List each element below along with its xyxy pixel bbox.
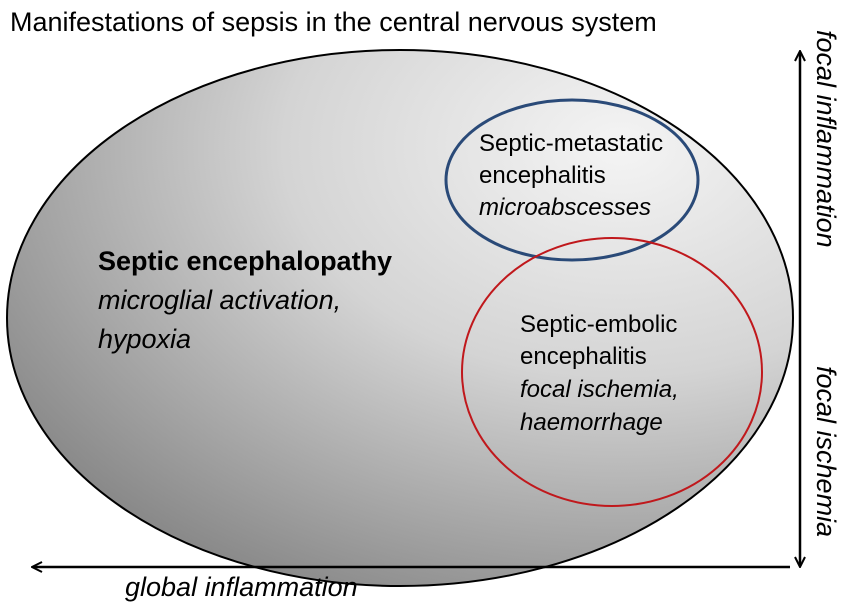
septic-metastatic-circle (444, 98, 700, 262)
septic-encephalopathy-detail-2: hypoxia (98, 324, 191, 354)
septic-embolic-label-2: encephalitis (520, 343, 647, 370)
septic-encephalopathy-label: Septic encephalopathy (98, 246, 392, 276)
septic-metastatic-detail: microabscesses (479, 194, 651, 221)
vertical-axis-label-top: focal inflammation (811, 30, 841, 248)
septic-embolic-detail-2: haemorrhage (520, 409, 663, 436)
septic-metastatic-label-2: encephalitis (479, 162, 606, 189)
septic-embolic-circle (461, 237, 763, 507)
septic-metastatic-label-1: Septic-metastatic (479, 130, 663, 157)
page-title: Manifestations of sepsis in the central … (10, 7, 657, 37)
septic-embolic-detail-1: focal ischemia, (520, 376, 679, 403)
septic-encephalopathy-detail-1: microglial activation, (98, 285, 341, 315)
horizontal-axis-label: global inflammation (125, 572, 358, 602)
septic-embolic-label-1: Septic-embolic (520, 311, 677, 338)
septic-encephalopathy-ellipse (6, 49, 794, 587)
vertical-axis-label-bottom: focal ischemia (811, 366, 841, 537)
